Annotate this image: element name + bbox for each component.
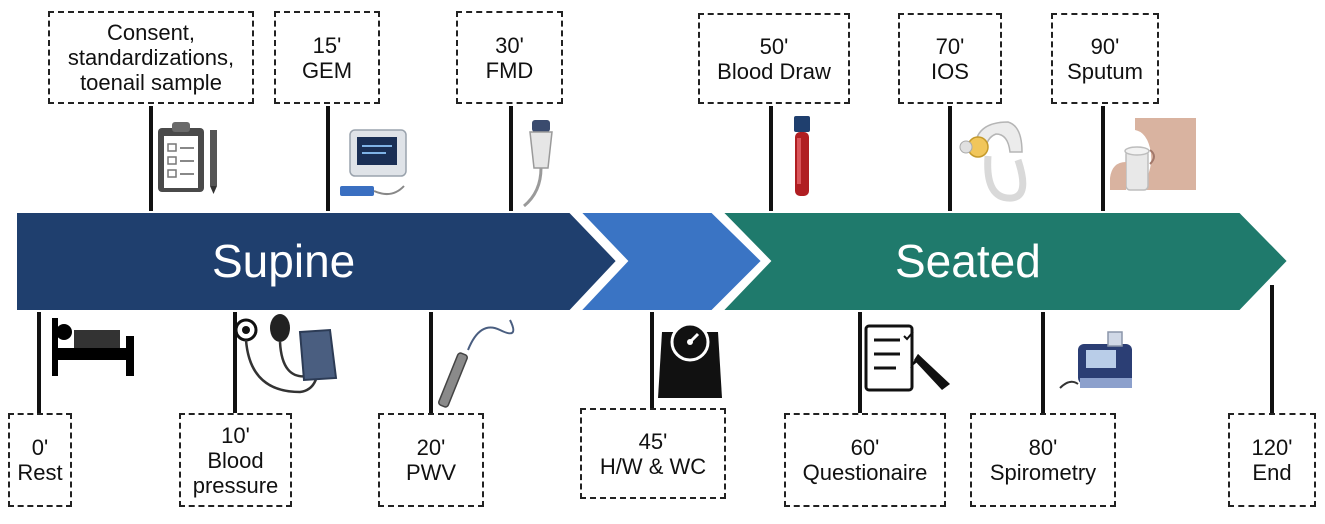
spirometer-icon — [1059, 331, 1132, 389]
phase-label-supine: Supine — [212, 235, 356, 287]
step-label-blood-pressure: 10' Blood pressure — [179, 413, 292, 507]
scale-icon — [658, 322, 722, 398]
step-label-ios: 70' IOS — [898, 13, 1002, 104]
step-label-rest: 0' Rest — [8, 413, 72, 507]
transition-phase-arrow — [577, 211, 764, 312]
step-label-hw-wc: 45' H/W & WC — [580, 408, 726, 499]
blood-tube-icon — [794, 116, 810, 196]
step-label-sputum: 90' Sputum — [1051, 13, 1159, 104]
questionnaire-icon — [864, 324, 950, 392]
oscillometry-device-icon — [959, 121, 1027, 202]
connector-lines — [37, 106, 1274, 415]
sputum-cup-icon — [1110, 118, 1196, 191]
step-label-questionnaire: 60' Questionaire — [784, 413, 946, 507]
step-label-fmd: 30' FMD — [456, 11, 563, 104]
step-label-pwv: 20' PWV — [378, 413, 484, 507]
gem-analyzer-icon — [340, 129, 407, 196]
seated-phase-arrow — [719, 211, 1290, 312]
blood-pressure-cuff-icon — [234, 314, 338, 394]
step-label-spirometry: 80' Spirometry — [970, 413, 1116, 507]
step-label-gem: 15' GEM — [274, 11, 380, 104]
bed-icon — [52, 318, 134, 376]
step-label-consent: Consent, standardizations, toenail sampl… — [48, 11, 254, 104]
ultrasound-probe-icon — [523, 120, 553, 208]
supine-phase-arrow — [15, 211, 619, 312]
step-label-end: 120' End — [1228, 413, 1316, 507]
tonometer-pen-icon — [438, 319, 515, 408]
step-label-blood-draw: 50' Blood Draw — [698, 13, 850, 104]
phase-label-seated: Seated — [895, 235, 1041, 287]
clipboard-icon — [158, 122, 217, 194]
